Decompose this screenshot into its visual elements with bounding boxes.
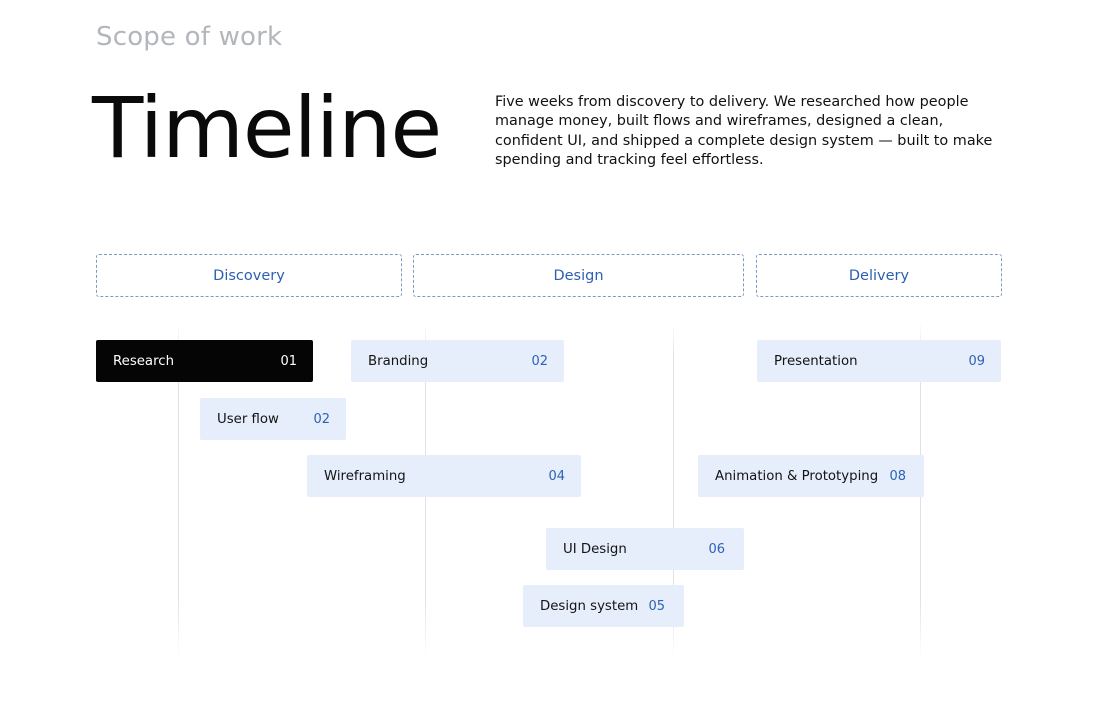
task-label: Wireframing: [324, 468, 406, 484]
task-label: UI Design: [563, 541, 627, 557]
page-title: Timeline: [92, 79, 442, 177]
task-branding[interactable]: Branding 02: [351, 340, 564, 382]
task-label: Research: [113, 353, 174, 369]
grid-line: [673, 322, 674, 660]
task-number: 06: [708, 541, 725, 557]
task-number: 04: [548, 468, 565, 484]
grid-line: [178, 322, 179, 660]
phase-discovery: Discovery: [96, 254, 402, 297]
task-label: User flow: [217, 411, 279, 427]
task-presentation[interactable]: Presentation 09: [757, 340, 1001, 382]
eyebrow-label: Scope of work: [96, 22, 283, 52]
task-ui-design[interactable]: UI Design 06: [546, 528, 744, 570]
task-label: Branding: [368, 353, 429, 369]
intro-paragraph: Five weeks from discovery to delivery. W…: [495, 94, 993, 168]
task-number: 09: [968, 353, 985, 369]
task-number: 01: [280, 353, 297, 369]
phase-design: Design: [413, 254, 744, 297]
task-user-flow[interactable]: User flow 02: [200, 398, 346, 440]
task-research[interactable]: Research 01: [96, 340, 313, 382]
task-label: Animation & Prototyping: [715, 468, 879, 484]
phase-delivery: Delivery: [756, 254, 1002, 297]
task-number: 02: [531, 353, 548, 369]
task-animation-prototyping[interactable]: Animation & Prototyping 08: [698, 455, 924, 497]
task-number: 02: [313, 411, 330, 427]
task-label: Presentation: [774, 353, 858, 369]
task-label: Design system: [540, 598, 639, 614]
task-design-system[interactable]: Design system 05: [523, 585, 684, 627]
task-number: 05: [648, 598, 665, 614]
task-wireframing[interactable]: Wireframing 04: [307, 455, 581, 497]
task-number: 08: [889, 468, 906, 484]
